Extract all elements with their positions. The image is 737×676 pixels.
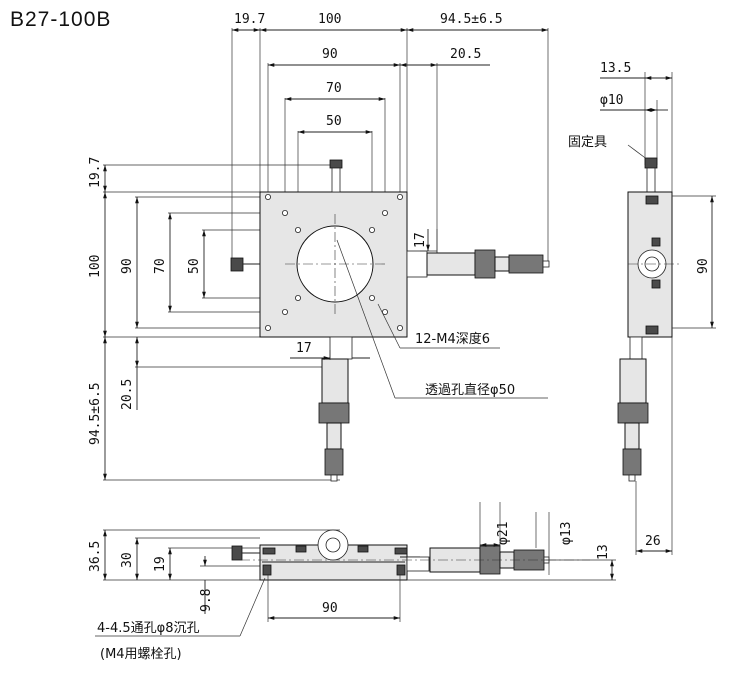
- top-view: 19.7 100 94.5±6.5 90 20.5 70 50 19.7 100…: [88, 12, 550, 482]
- dim-front-90: 90: [322, 601, 338, 616]
- dim-left-50: 50: [187, 258, 202, 274]
- dim-left-70: 70: [153, 258, 168, 274]
- dim-top-100: 100: [318, 12, 341, 27]
- dim-30: 30: [120, 552, 135, 568]
- note-holes-line1: 4-4.5通孔φ8沉孔: [97, 621, 199, 636]
- dim-top-20-5: 20.5: [450, 47, 481, 62]
- dim-17-right: 17: [413, 232, 428, 248]
- callout-holes: 12-M4深度6: [415, 331, 490, 347]
- drawing-title: B27-100B: [10, 8, 112, 31]
- dim-top-19-7: 19.7: [234, 12, 265, 27]
- dim-17-bottom: 17: [296, 341, 312, 356]
- dim-phi13: φ13: [559, 522, 574, 545]
- dim-left-94-5: 94.5±6.5: [88, 382, 103, 445]
- dim-phi21: φ21: [496, 522, 511, 545]
- dim-top-50: 50: [326, 114, 342, 129]
- micrometer-right: [406, 229, 550, 279]
- dim-26: 26: [645, 534, 661, 549]
- dim-9-8: 9.8: [199, 589, 214, 612]
- front-view: 36.5 30 19 9.8 φ21 φ13 13: [88, 502, 616, 662]
- dim-left-20-5: 20.5: [120, 379, 135, 410]
- dim-side-90: 90: [696, 258, 711, 274]
- dim-top-90: 90: [322, 47, 338, 62]
- dim-left-100: 100: [88, 255, 103, 278]
- note-holes-line2: (M4用螺栓孔): [100, 647, 182, 662]
- dim-top-94-5: 94.5±6.5: [440, 12, 503, 27]
- label-fixture: 固定具: [568, 135, 607, 150]
- dim-phi10: φ10: [600, 93, 623, 108]
- dim-left-90: 90: [120, 258, 135, 274]
- micrometer-bottom: [318, 336, 353, 482]
- side-view: 13.5 φ10 固定具 90 26: [568, 61, 716, 555]
- callout-aperture: 透過孔直径φ50: [425, 383, 515, 398]
- dim-top-70: 70: [326, 81, 342, 96]
- dim-left-19-7: 19.7: [88, 157, 103, 188]
- mounting-holes: [264, 193, 403, 331]
- dim-36-5: 36.5: [88, 541, 103, 572]
- dim-19: 19: [153, 556, 168, 572]
- dim-13: 13: [596, 544, 611, 560]
- dim-13-5: 13.5: [600, 61, 631, 76]
